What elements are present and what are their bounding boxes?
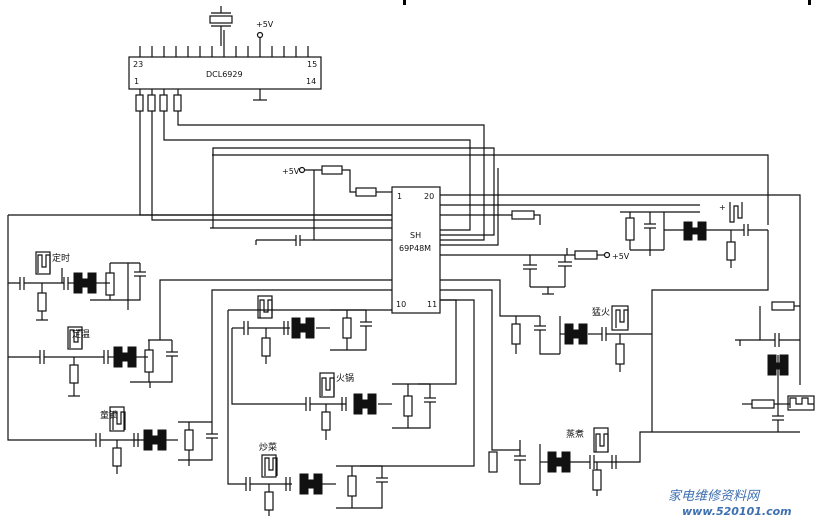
- ic1-name: DCL6929: [206, 70, 243, 79]
- ic1-pin-1: 1: [134, 77, 139, 86]
- ic-dcl6929: 23 15 1 14 DCL6929: [128, 46, 322, 112]
- supply-top: +5V: [256, 20, 274, 46]
- supply-top-label: +5V: [256, 20, 274, 29]
- label-steam: 蒸煮: [566, 428, 584, 440]
- stage-middle: [228, 295, 392, 364]
- ic1-pin-14: 14: [306, 77, 316, 86]
- ic2-name-1: SH: [410, 231, 421, 240]
- ic2-pin-20: 20: [424, 192, 434, 201]
- relay-block-right: [735, 301, 815, 432]
- ic1-pin-23: 23: [133, 60, 143, 69]
- supply-left: +5V: [255, 165, 392, 246]
- supply-right-network: [440, 210, 611, 295]
- bus-wires: [139, 111, 801, 385]
- label-strongfire: 猛火: [592, 306, 610, 318]
- ic2-pin-10: 10: [396, 300, 406, 309]
- ic2-pin-11: 11: [427, 300, 437, 309]
- svg-text:+: +: [719, 203, 726, 212]
- crystal-oscillator: [209, 6, 233, 46]
- label-lock: 童锁: [100, 409, 118, 421]
- watermark-url: www.520101.com: [682, 505, 792, 518]
- stage-lock: 童锁: [7, 289, 392, 474]
- corner-mark-right: [808, 0, 811, 5]
- label-temp: 定温: [72, 328, 90, 340]
- watermark-cn: 家电维修资料网: [668, 488, 761, 504]
- ic1-pin-15: 15: [307, 60, 317, 69]
- label-timing: 定时: [52, 252, 70, 264]
- label-stirfry: 炒菜: [259, 441, 277, 453]
- stage-steam: 蒸煮: [440, 289, 800, 496]
- ic2-name-2: 69P48M: [399, 244, 431, 253]
- supply-left-label: +5V: [282, 167, 300, 176]
- label-hotpot: 火锅: [336, 373, 354, 384]
- stage-stirfry: 炒菜: [227, 299, 475, 516]
- supply-right-label: +5V: [612, 252, 630, 261]
- ic2-pin-1: 1: [397, 192, 402, 201]
- corner-mark-left: [403, 0, 406, 5]
- watermark: 家电维修资料网 www.520101.com: [668, 488, 792, 518]
- stage-timing: 定时: [7, 214, 392, 321]
- output-stage-top: +: [620, 202, 768, 268]
- stage-hotpot: 火锅: [231, 299, 457, 440]
- stage-strongfire: 猛火: [440, 230, 769, 432]
- ic-sh69p48m: 1 20 SH 69P48M 10 11: [391, 186, 441, 314]
